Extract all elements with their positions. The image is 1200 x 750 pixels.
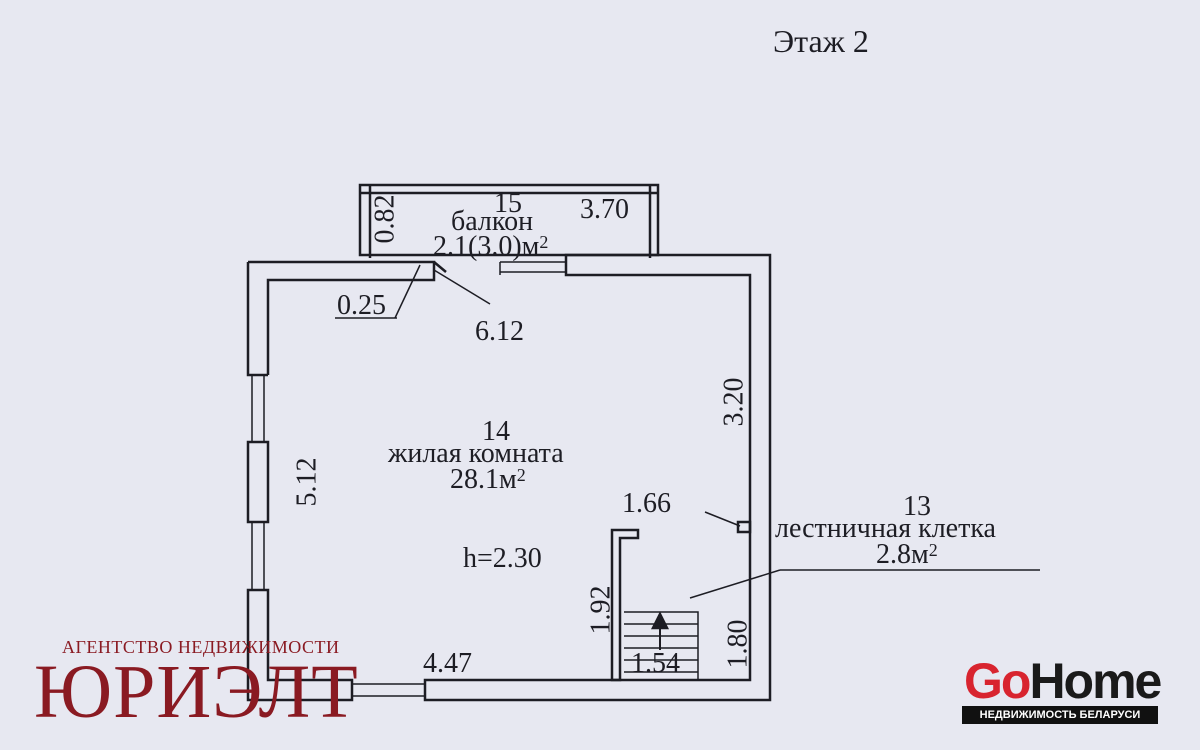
stair-partition (736, 520, 752, 534)
stair-arrow-head (650, 611, 670, 630)
room-top-dim: 6.12 (475, 316, 524, 347)
balcony-width-dim: 3.70 (580, 194, 629, 225)
stair-name: лестничная клетка (775, 513, 996, 544)
gohome-logo: GoHome НЕДВИЖИМОСТЬ БЕЛАРУСИ (962, 653, 1162, 724)
stair-top-dim: 1.66 (622, 488, 671, 519)
room-name: жилая комната (388, 438, 564, 469)
room-number: 14 (482, 416, 510, 447)
stair-right-dim: 1.80 (722, 619, 754, 669)
balcony-area: 2.1(3.0)м2 (433, 231, 549, 262)
stair-number: 13 (903, 491, 931, 522)
outer-wall (246, 588, 354, 702)
stair-partition (610, 528, 640, 682)
agency-logo: ЮРИЭЛТ (34, 650, 359, 734)
room-left-dim: 5.12 (291, 457, 323, 507)
balcony-name: балкон (451, 206, 534, 237)
stair-bottom-dim: 1.54 (631, 648, 680, 679)
gohome-tagline: НЕДВИЖИМОСТЬ БЕЛАРУСИ (962, 706, 1158, 724)
outer-wall (423, 253, 772, 702)
balcony-depth-dim: 0.82 (369, 194, 401, 244)
leader-line (704, 511, 741, 527)
leader-line (433, 269, 491, 305)
room-height: h=2.30 (463, 543, 542, 574)
outer-wall (246, 262, 268, 377)
room-right-dim: 3.20 (718, 377, 750, 427)
room-area: 28.1м2 (450, 464, 526, 495)
stair-side-dim: 1.92 (585, 585, 617, 635)
window (251, 375, 425, 697)
gohome-wordmark: GoHome (964, 653, 1162, 709)
outer-wall (246, 440, 270, 524)
door-leaf (433, 261, 447, 273)
balcony-number: 15 (494, 188, 522, 219)
balcony-outline (358, 183, 660, 257)
wall-thickness-dim: 0.25 (337, 290, 386, 321)
balcony-door (499, 261, 566, 275)
leader-line (394, 264, 421, 319)
stair-area: 2.8м2 (876, 539, 938, 570)
leader-line (689, 569, 781, 599)
agency-subtitle: АГЕНТСТВО НЕДВИЖИМОСТИ (62, 637, 340, 657)
room-bottom-dim: 4.47 (423, 648, 472, 679)
outer-wall (248, 260, 436, 375)
floor-title: Этаж 2 (773, 23, 869, 59)
